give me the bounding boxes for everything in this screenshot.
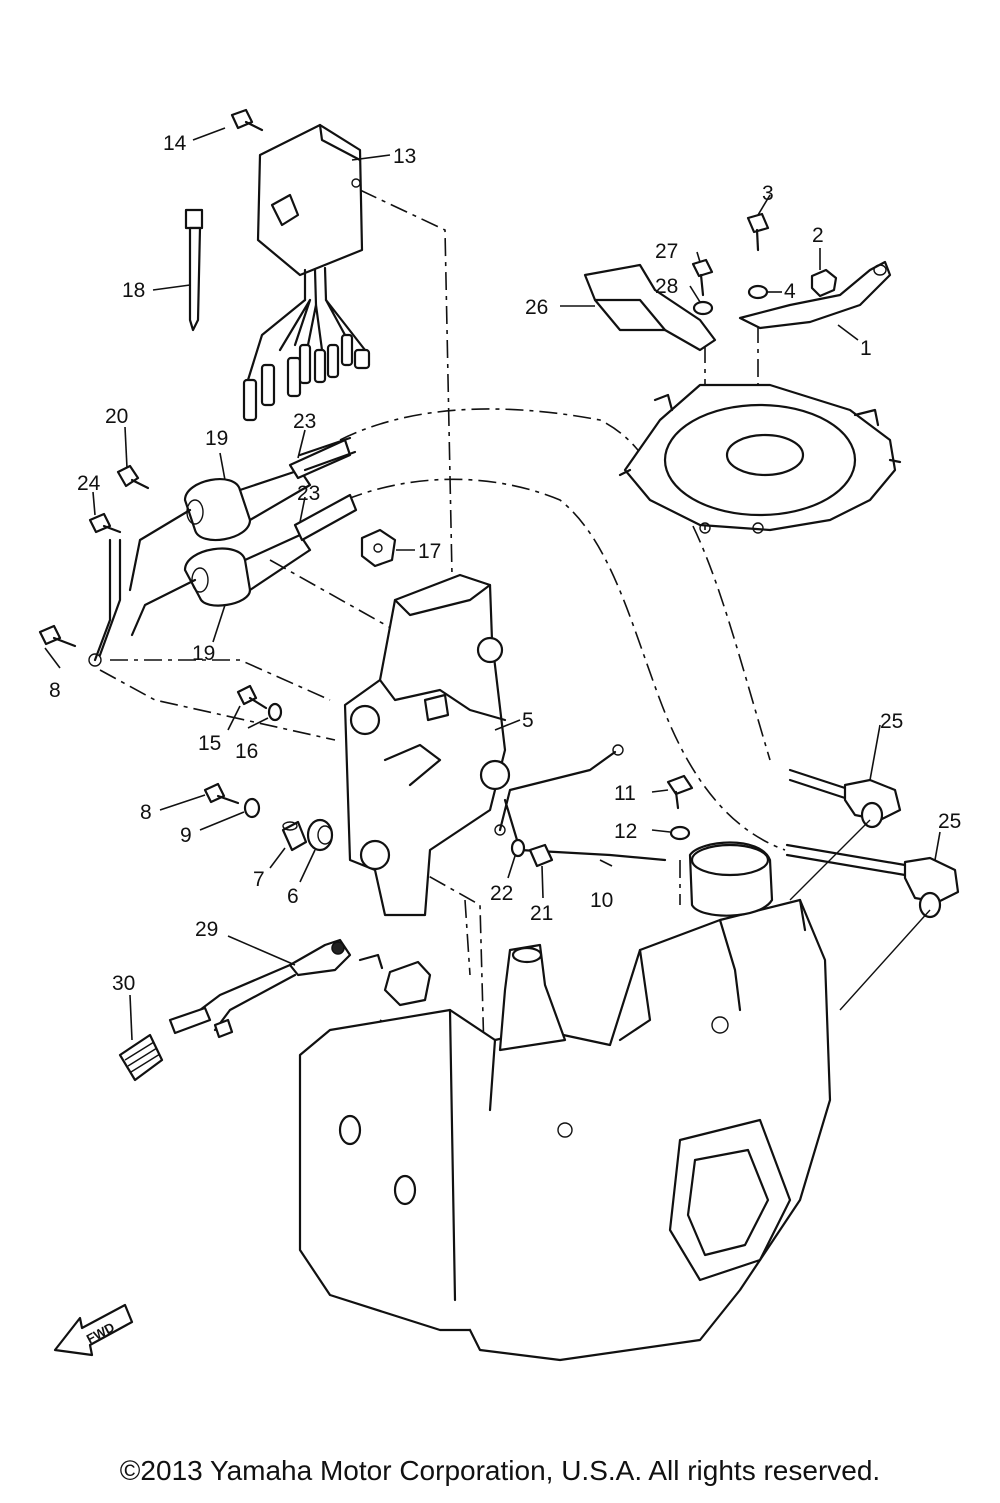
screw-3 — [746, 212, 770, 252]
callout-3: 3 — [762, 182, 774, 205]
plate-1 — [738, 260, 892, 330]
callout-4: 4 — [784, 280, 796, 303]
callout-labels: 1 2 3 4 5 6 7 8 8 9 10 11 12 13 14 15 16… — [49, 132, 961, 995]
callout-1: 1 — [860, 337, 872, 360]
plug-cap-leader-lines — [789, 819, 931, 1011]
callout-25-lower: 25 — [938, 810, 961, 833]
ignition-coil-lower — [183, 493, 358, 607]
callout-19-upper: 19 — [205, 427, 228, 450]
callout-6: 6 — [287, 885, 299, 908]
callout-24: 24 — [77, 472, 101, 495]
washer-28 — [692, 300, 714, 316]
callout-8-upper: 8 — [49, 679, 61, 702]
cdi-unit — [242, 123, 371, 422]
washer-22 — [510, 838, 526, 858]
callout-22: 22 — [490, 882, 513, 905]
callout-8-lower: 8 — [140, 801, 152, 824]
callout-leader-lines — [44, 127, 941, 1041]
washer-4 — [747, 284, 769, 300]
washer-16 — [267, 702, 283, 722]
high-tension-cord-upper — [298, 436, 357, 472]
callout-18: 18 — [122, 279, 145, 302]
copyright-notice: ©2013 Yamaha Motor Corporation, U.S.A. A… — [119, 1455, 881, 1486]
pulser-coil-26 — [583, 263, 717, 352]
callout-14: 14 — [163, 132, 187, 155]
callout-12: 12 — [614, 820, 637, 843]
callout-23-upper: 23 — [293, 410, 316, 433]
callout-15: 15 — [198, 732, 221, 755]
screw-14 — [230, 108, 264, 132]
spark-plug-cap-upper — [788, 768, 902, 829]
thermo-sensor-29 — [168, 938, 432, 1039]
grommet-6 — [306, 818, 334, 852]
callout-25-upper: 25 — [880, 710, 903, 733]
screw-8-lower — [203, 782, 240, 805]
callout-10: 10 — [590, 889, 613, 912]
screw-20 — [116, 464, 150, 490]
callout-21: 21 — [530, 902, 553, 925]
callout-5: 5 — [522, 709, 534, 732]
callout-19-lower: 19 — [192, 642, 215, 665]
cable-tie-18 — [184, 208, 204, 332]
callout-7: 7 — [253, 868, 265, 891]
callout-16: 16 — [235, 740, 258, 763]
callout-26: 26 — [525, 296, 548, 319]
washer-9 — [243, 797, 261, 819]
bracket-5 — [343, 573, 511, 917]
callout-27: 27 — [655, 240, 678, 263]
fwd-arrow: FWD — [53, 1303, 134, 1357]
washer-12 — [669, 825, 691, 841]
callout-11: 11 — [614, 782, 636, 805]
callout-30: 30 — [112, 972, 135, 995]
bolt-11 — [666, 774, 694, 810]
screw-27 — [691, 258, 714, 297]
screw-24 — [88, 512, 122, 534]
engine-block — [298, 841, 832, 1362]
screw-15 — [236, 684, 268, 710]
callout-17: 17 — [418, 540, 441, 563]
collar-7 — [281, 820, 308, 852]
callout-28: 28 — [655, 275, 678, 298]
spark-plug-cap-lower — [785, 843, 960, 919]
screw-21 — [528, 843, 554, 868]
callout-13: 13 — [393, 145, 416, 168]
block-2 — [810, 268, 838, 298]
ground-lead-10 — [494, 744, 667, 862]
callout-23-lower: 23 — [297, 482, 320, 505]
cap-30 — [118, 1033, 164, 1082]
coil-wires — [88, 508, 197, 667]
grommet-17 — [360, 528, 397, 568]
screw-8-upper — [38, 624, 77, 648]
callout-9: 9 — [180, 824, 192, 847]
callout-2: 2 — [812, 224, 824, 247]
callout-20: 20 — [105, 405, 128, 428]
stator-plate — [618, 383, 902, 534]
callout-29: 29 — [195, 918, 218, 941]
